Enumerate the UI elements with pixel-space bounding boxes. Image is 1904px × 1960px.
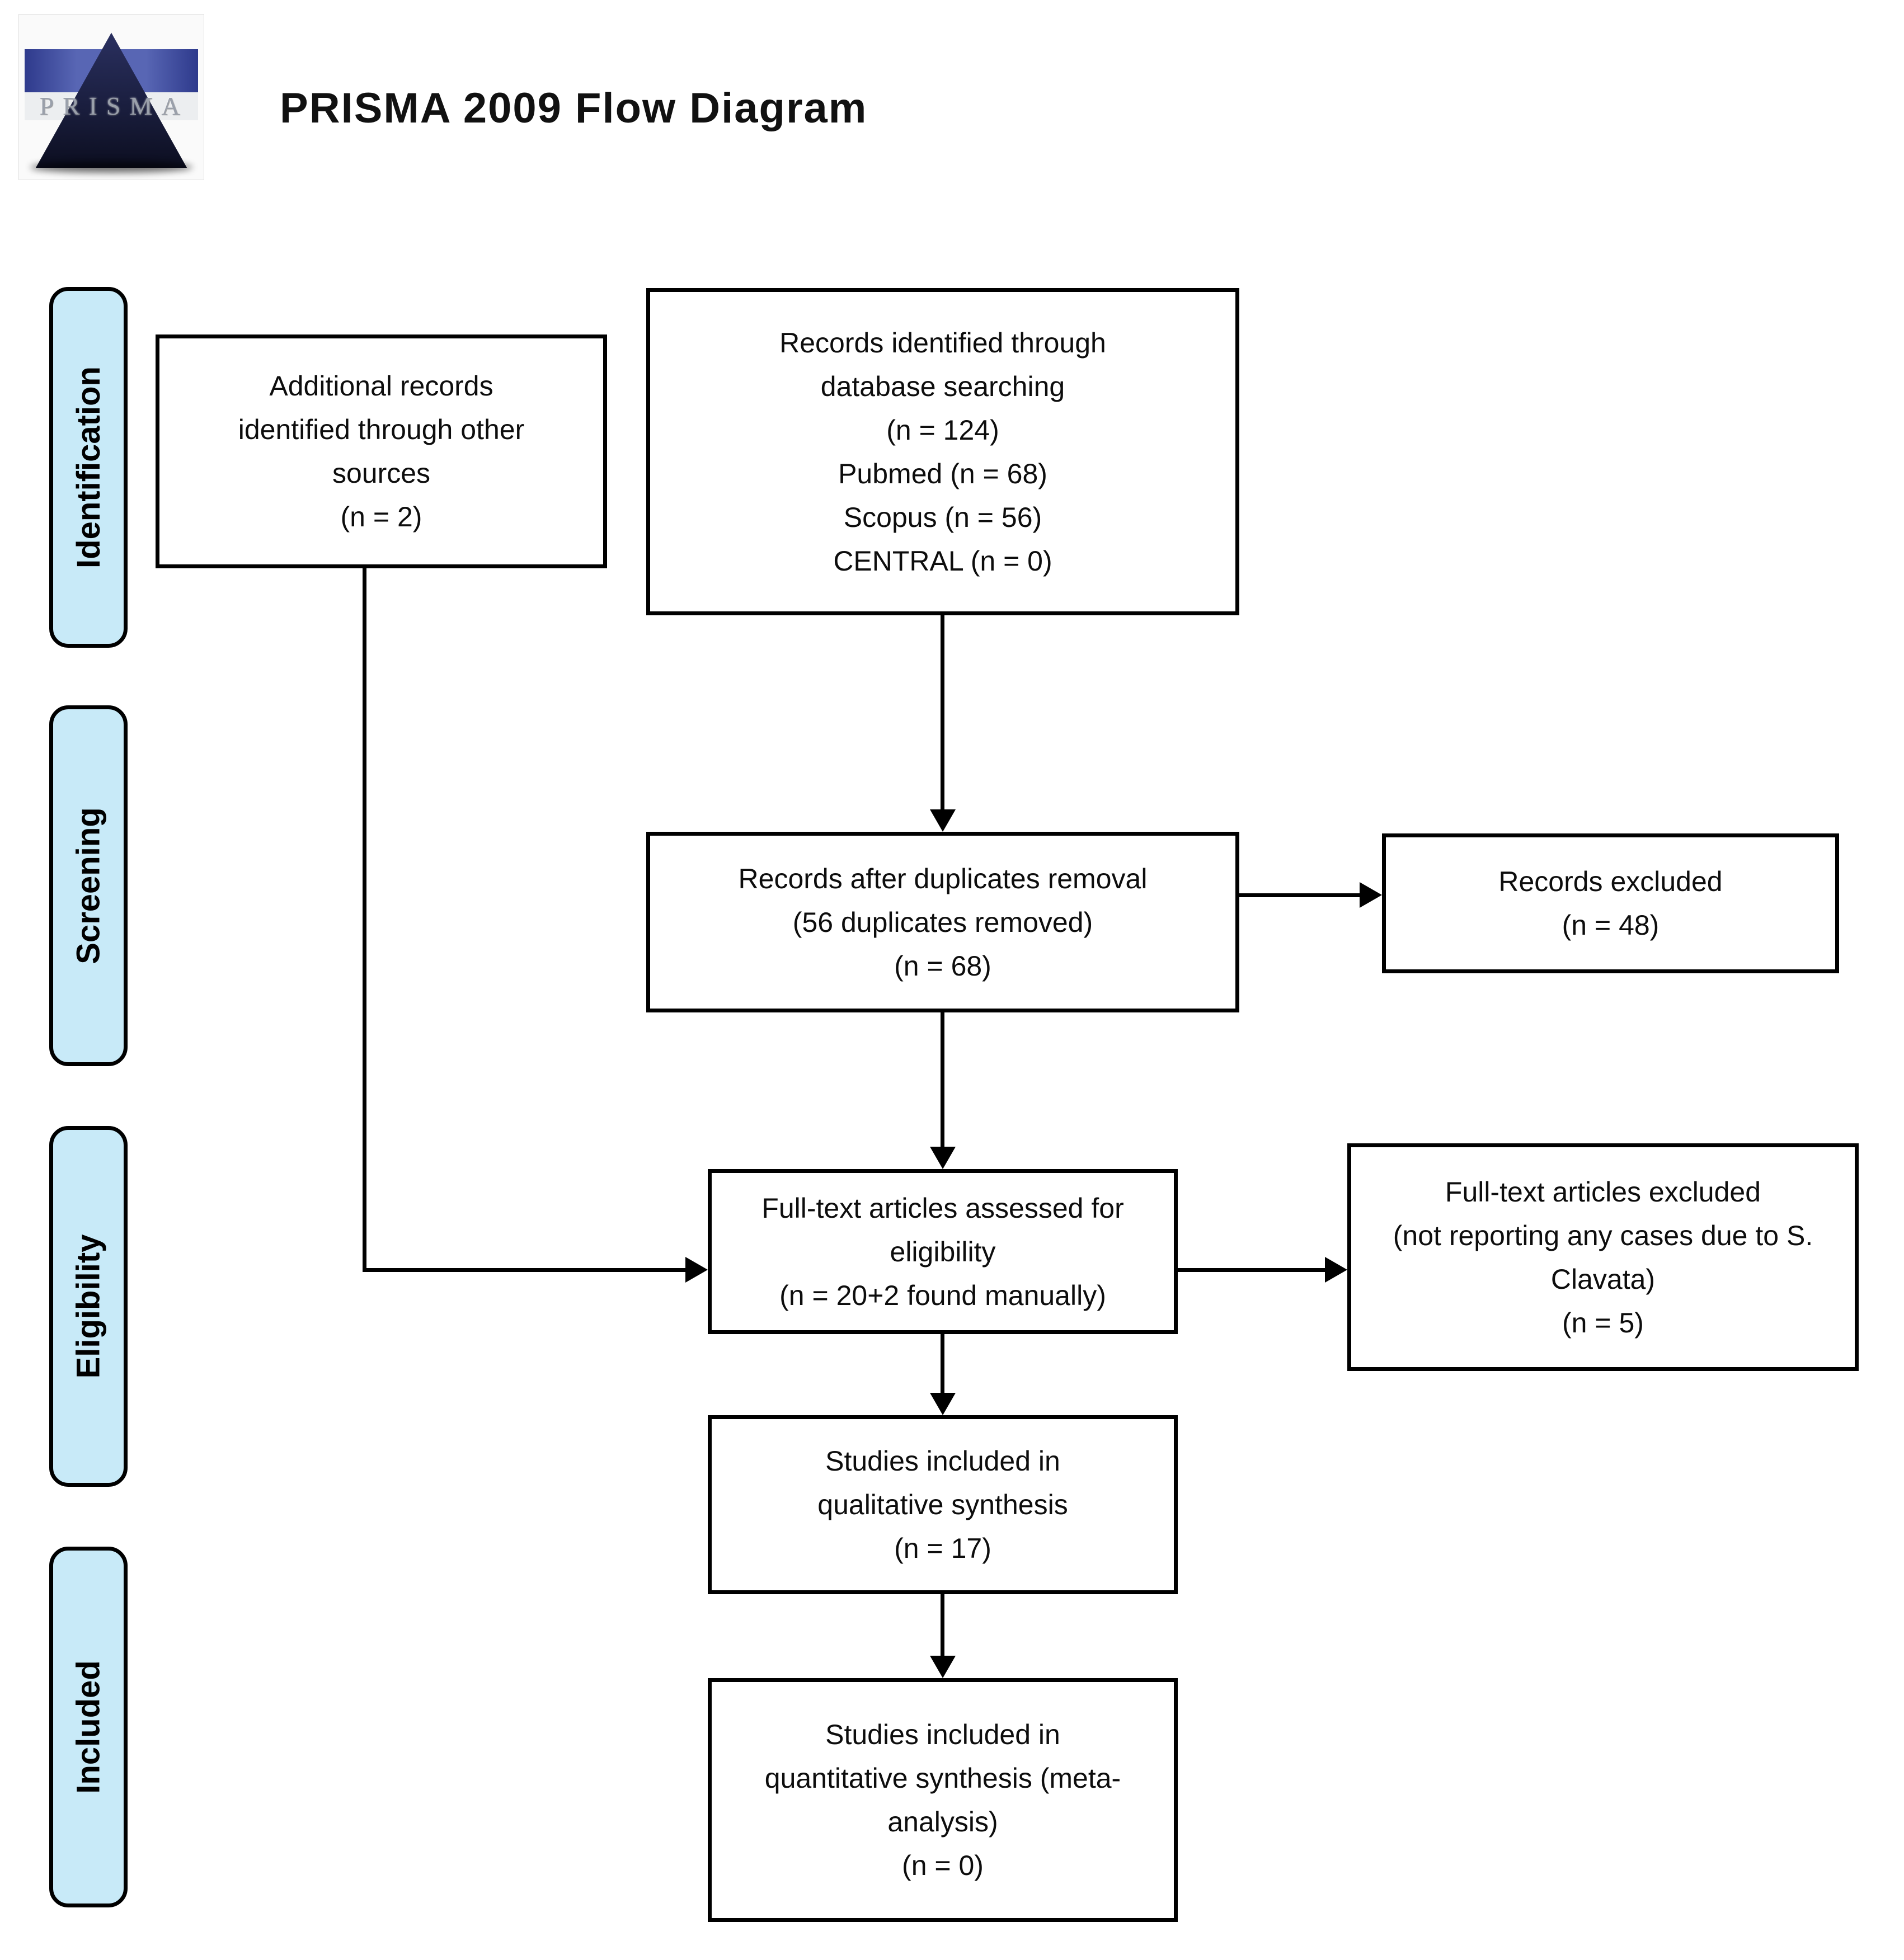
stage-label-identification: Identification — [49, 287, 128, 648]
arrow-line — [941, 1334, 944, 1394]
node-quantitative-synthesis: Studies included in quantitative synthes… — [708, 1678, 1178, 1922]
arrow-line — [941, 615, 944, 812]
stage-label-screening-text: Screening — [70, 807, 107, 964]
arrow-head-down-icon — [930, 1656, 956, 1678]
arrow-line-vertical — [363, 568, 366, 1272]
node-qualitative-synthesis: Studies included in qualitative synthesi… — [708, 1415, 1178, 1594]
node-fulltext-excluded: Full-text articles excluded (not reporti… — [1347, 1143, 1859, 1371]
arrow-head-right-icon — [1360, 882, 1382, 908]
logo-shadow — [30, 161, 193, 173]
node-records-identified: Records identified through database sear… — [646, 288, 1239, 615]
node-records-excluded: Records excluded (n = 48) — [1382, 833, 1839, 973]
stage-label-identification-text: Identification — [70, 366, 107, 568]
stage-label-eligibility: Eligibility — [49, 1126, 128, 1487]
stage-label-included-text: Included — [70, 1660, 107, 1794]
logo-wordmark: PRISMA — [39, 92, 189, 121]
arrow-line — [941, 1012, 944, 1148]
arrow-head-down-icon — [930, 809, 956, 832]
arrow-head-down-icon — [930, 1147, 956, 1169]
arrow-head-down-icon — [930, 1393, 956, 1415]
node-fulltext-assessed: Full-text articles assessed for eligibil… — [708, 1169, 1178, 1334]
stage-label-included: Included — [49, 1547, 128, 1907]
arrow-head-right-icon — [685, 1257, 708, 1283]
arrow-line — [1239, 893, 1361, 897]
arrow-line — [1178, 1268, 1325, 1272]
arrow-line — [941, 1594, 944, 1657]
stage-label-screening: Screening — [49, 705, 128, 1066]
page-title: PRISMA 2009 Flow Diagram — [280, 84, 868, 132]
stage-label-eligibility-text: Eligibility — [70, 1234, 107, 1379]
node-records-after-duplicates: Records after duplicates removal (56 dup… — [646, 832, 1239, 1012]
arrow-line-horizontal — [363, 1268, 685, 1272]
arrow-head-right-icon — [1325, 1257, 1347, 1283]
node-additional-records: Additional records identified through ot… — [156, 334, 607, 568]
prisma-logo: PRISMA — [18, 14, 204, 180]
